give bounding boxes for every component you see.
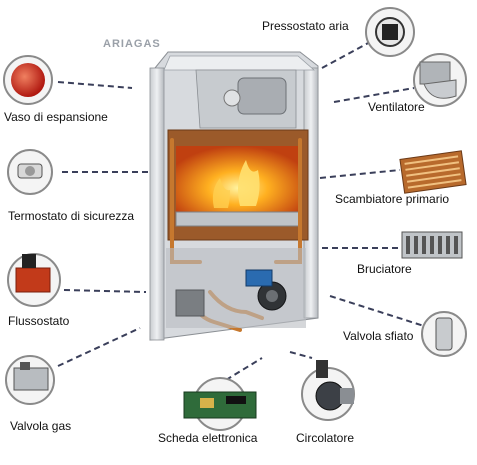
label-termostato-di-sicurezza: Termostato di sicurezza <box>8 209 135 223</box>
thumb-circolatore <box>301 360 355 421</box>
thumb-scambiatore-primario <box>399 150 467 194</box>
label-scheda-elettronica: Scheda elettronica <box>158 431 258 445</box>
label-vaso-di-espansione: Vaso di espansione <box>4 110 108 124</box>
thumb-bruciatore <box>401 231 463 259</box>
thumb-ventilatore <box>413 53 467 107</box>
boiler-body <box>149 51 319 341</box>
leader-lines <box>57 41 425 381</box>
label-ventilatore: Ventilatore <box>368 100 425 114</box>
label-valvola-gas: Valvola gas <box>10 419 72 433</box>
thumb-termostato-di-sicurezza <box>7 149 53 195</box>
thumb-pressostato-aria <box>365 7 415 57</box>
thumb-valvola-gas <box>5 355 55 405</box>
label-pressostato-aria: Pressostato aria <box>262 19 349 33</box>
thumb-vaso-di-espansione <box>3 55 53 105</box>
label-bruciatore: Bruciatore <box>357 262 412 276</box>
thumb-flussostato <box>7 253 61 307</box>
label-scambiatore-primario: Scambiatore primario <box>335 192 450 206</box>
thumb-valvola-sfiato <box>421 311 467 357</box>
label-circolatore: Circolatore <box>296 431 355 445</box>
label-flussostato: Flussostato <box>8 314 70 328</box>
brand-label: ARIAGAS <box>103 38 161 50</box>
thumb-scheda-elettronica <box>183 377 257 431</box>
label-valvola-sfiato: Valvola sfiato <box>343 329 414 343</box>
